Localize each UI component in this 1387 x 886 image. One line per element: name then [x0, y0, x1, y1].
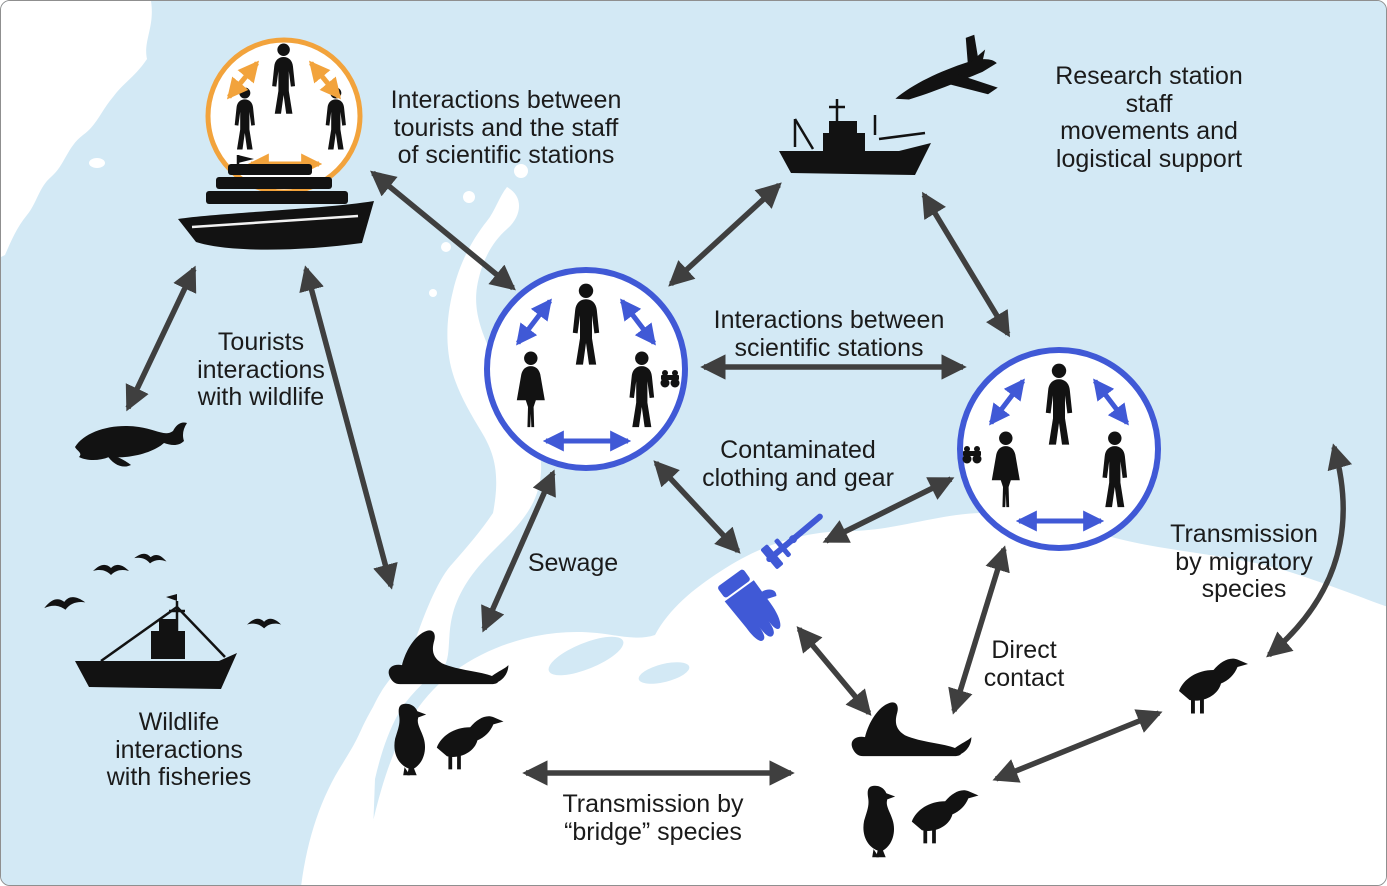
map-mainland: [361, 512, 1386, 885]
label-bridge-species: Transmission by “bridge” species: [562, 790, 744, 846]
blue-interaction-arrow: [620, 298, 656, 346]
label-migratory-species: Transmission by migratory species: [1170, 520, 1318, 603]
label-contaminated-gear: Contaminated clothing and gear: [702, 436, 894, 492]
map-inlet: [548, 636, 624, 676]
map-island: [441, 242, 451, 252]
arrow-vessel-to-central-station: [668, 182, 782, 287]
research-vessel-icon: [779, 99, 931, 175]
label-research-station-staff: Research station staff movements and log…: [1055, 62, 1243, 173]
cruise-ship-icon: [178, 155, 374, 250]
glove-icon: [718, 569, 781, 641]
arrow-vessel-to-eastern-station: [921, 191, 1011, 338]
arrow-cruise-to-central-station: [370, 170, 516, 291]
arrow-central-station-to-gear: [653, 460, 741, 554]
orange-interaction-arrow: [226, 60, 260, 100]
arrow-south-wildlife-to-gull: [992, 709, 1163, 783]
blue-interaction-arrow: [516, 298, 552, 346]
map-island: [429, 289, 437, 297]
map-peninsula: [301, 187, 542, 885]
arrow-cruise-to-west-wildlife: [299, 265, 398, 590]
label-tourists-staff-interactions: Interactions between tourists and the st…: [390, 86, 622, 169]
map-landmass-topleft: [1, 1, 152, 257]
arrow-sewage: [481, 469, 556, 633]
map-inlet: [638, 662, 690, 684]
arrow-eastern-station-to-gear: [822, 476, 955, 544]
orange-interaction-arrow: [308, 60, 342, 100]
eastern-station-circle: [957, 347, 1161, 551]
blue-interaction-arrow: [1093, 378, 1129, 426]
label-direct-contact: Direct contact: [983, 636, 1065, 692]
arrow-direct-contact: [948, 545, 1010, 715]
map-island: [42, 135, 64, 147]
whale-icon: [75, 422, 187, 467]
label-sewage: Sewage: [527, 549, 619, 577]
fishing-vessel-icon: [75, 594, 237, 689]
pathway-arrows: [125, 170, 1353, 786]
blue-interaction-arrow: [989, 378, 1025, 426]
map-island: [89, 158, 105, 168]
label-wildlife-fisheries: Wildlife interactions with fisheries: [106, 708, 252, 791]
arrow-migratory-species: [1266, 443, 1353, 658]
map-island: [463, 191, 475, 203]
label-tourists-wildlife: Tourists interactions with wildlife: [197, 328, 325, 411]
arrow-gear-to-south-wildlife: [796, 626, 872, 716]
label-stations-interactions: Interactions between scientific stations: [713, 306, 945, 362]
arrow-cruise-to-whale: [125, 265, 197, 412]
central-station-circle: [484, 267, 688, 471]
map-island: [514, 164, 528, 178]
caliper-icon: [760, 513, 823, 569]
